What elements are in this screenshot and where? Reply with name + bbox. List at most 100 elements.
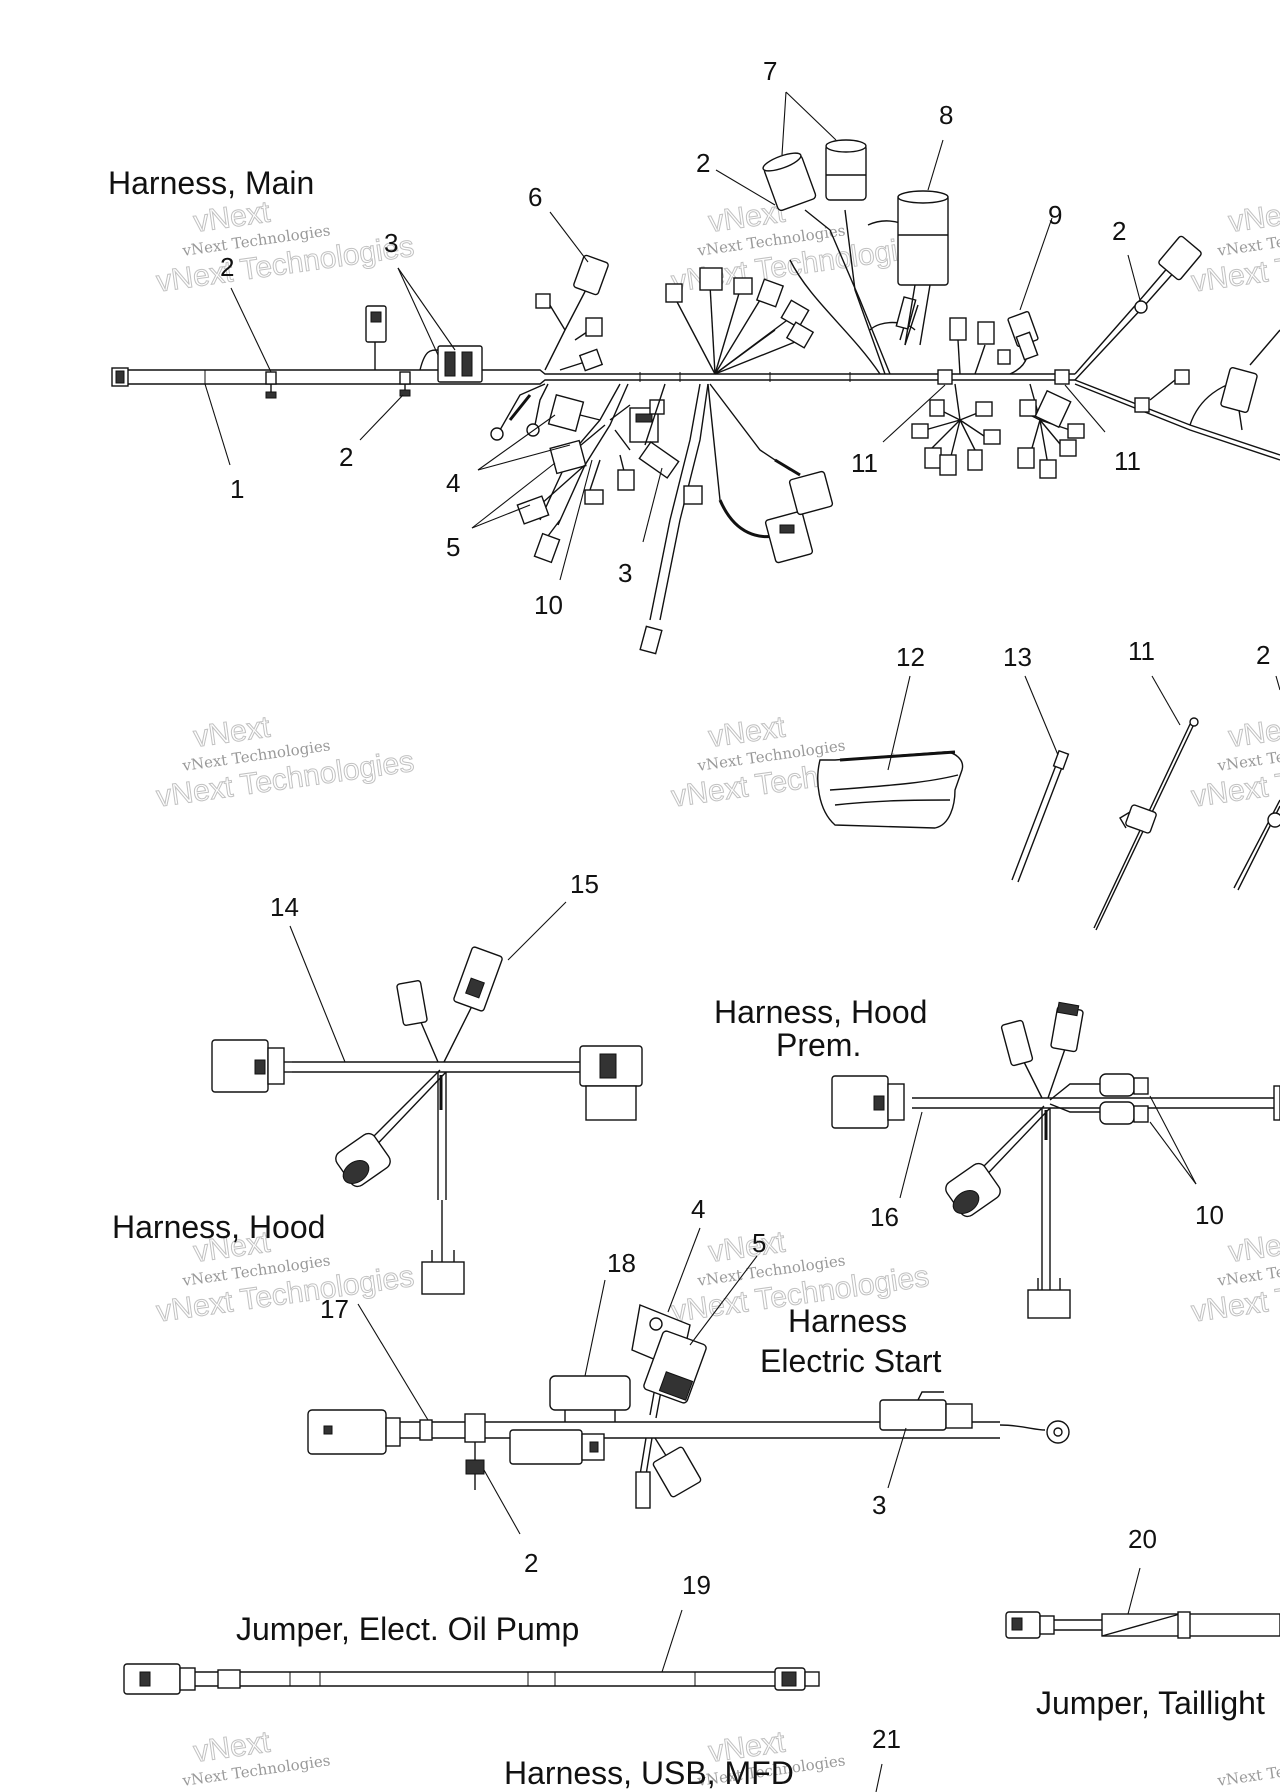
- taillight-left-connector: [1005, 1611, 1055, 1639]
- callout-number: 6: [528, 182, 542, 212]
- branch-wire: [644, 383, 666, 446]
- cable-tie-11: [1093, 717, 1199, 931]
- hood-prem-left-connector: [831, 1075, 905, 1129]
- watermark: vNext Technologies: [1215, 1751, 1280, 1790]
- leader-line: [507, 901, 567, 961]
- hood-branch: [419, 999, 476, 1063]
- end-connector: [639, 625, 663, 655]
- branch-bundle: [1074, 264, 1177, 381]
- callout-number: 9: [1048, 200, 1062, 230]
- callout-number: 5: [752, 1228, 766, 1258]
- leader-line: [584, 1279, 606, 1377]
- callout-number: 11: [851, 448, 878, 478]
- hood-harness-title: Harness, Hood: [112, 1209, 325, 1245]
- ring-terminal-hole: [1053, 1427, 1063, 1437]
- branch-wire: [1238, 409, 1243, 431]
- harness-band: [419, 1419, 433, 1441]
- hood-prem-harness: Harness, Hood Prem.: [714, 994, 1280, 1319]
- connector: [365, 305, 387, 343]
- hood-branch: [437, 1072, 447, 1200]
- oil-pump-right-connector: [774, 1667, 820, 1691]
- watermark-outline: vNext: [1226, 1226, 1280, 1269]
- oil-pump-jumper: Jumper, Elect. Oil Pump 19: [123, 1570, 820, 1695]
- leader-lines: [204, 91, 1141, 581]
- callout-number: 18: [607, 1248, 636, 1278]
- callout-number: 15: [570, 869, 599, 899]
- connector-5: [516, 495, 550, 525]
- connector-fan: [665, 267, 815, 375]
- callout-number: 14: [270, 892, 299, 922]
- branch-wire: [547, 301, 566, 331]
- branch-wire: [1149, 379, 1176, 401]
- callout-number: 7: [763, 56, 777, 86]
- branch-wire: [614, 429, 631, 451]
- ring-terminal: [490, 427, 504, 441]
- hood-prem-right-connector: [1273, 1085, 1280, 1121]
- branch-wire: [1249, 329, 1280, 366]
- watermark: vNext vNext Technologies vNext Technolog…: [154, 710, 417, 814]
- callout-number: 2: [1256, 640, 1270, 670]
- leader-line: [289, 925, 346, 1063]
- connector-latch: [370, 311, 382, 323]
- hood-prem-branch: [1041, 1108, 1051, 1290]
- harness-clip: [1134, 300, 1148, 314]
- electric-start-title: Electric Start: [760, 1343, 941, 1379]
- hood-round-connector: [335, 1132, 391, 1188]
- taillight-wire: [1054, 1619, 1102, 1631]
- watermark: vNext vNext Technologies vNext Technolog…: [1189, 195, 1280, 299]
- callout-number: 13: [1003, 642, 1032, 672]
- hood-prem-branch: [1049, 1083, 1100, 1113]
- connector-10: [1099, 1073, 1149, 1125]
- trunk-end-plug: [115, 370, 125, 384]
- harness-clip: [399, 371, 411, 397]
- callout-number: 2: [220, 252, 234, 282]
- leader-line: [1024, 675, 1059, 756]
- leader-line: [483, 1469, 521, 1535]
- hood-prem-round-connector: [945, 1162, 1001, 1218]
- branch-wire: [539, 464, 586, 506]
- small-connector: [683, 485, 703, 505]
- callout-number: 10: [1195, 1200, 1224, 1230]
- end-connector: [1158, 235, 1202, 281]
- small-terminal: [1174, 369, 1190, 385]
- callout-number: 4: [446, 468, 460, 498]
- hood-bottom-connector: [421, 1250, 465, 1295]
- branch-bundle: [649, 383, 709, 621]
- small-connector: [584, 489, 604, 505]
- callout-number: 4: [691, 1194, 705, 1224]
- connector-18: [549, 1375, 631, 1422]
- callout-number: 3: [384, 228, 398, 258]
- oil-pump-title: Jumper, Elect. Oil Pump: [236, 1611, 579, 1647]
- callout-number: 19: [682, 1570, 711, 1600]
- estart-left-connector: [307, 1409, 401, 1455]
- branch-wire: [709, 383, 791, 471]
- small-connector: [585, 317, 603, 337]
- callout-number: 3: [872, 1490, 886, 1520]
- leader-line: [1149, 1095, 1197, 1185]
- electric-start-harness: Harness Electric Start: [307, 1194, 1070, 1578]
- callout-number: 11: [1114, 446, 1141, 476]
- taillight-sleeve-edge: [1101, 1613, 1181, 1637]
- leader-line: [357, 1303, 429, 1421]
- conduit: [774, 458, 801, 477]
- leader-line: [887, 675, 911, 771]
- branch-bundle: [539, 383, 629, 526]
- small-connector: [578, 348, 604, 372]
- hood-prem-branch: [1021, 1045, 1067, 1099]
- estart-clip-2: [464, 1413, 486, 1490]
- hood-prem-title: Prem.: [776, 1027, 861, 1063]
- estart-lower-branch: [635, 1437, 702, 1509]
- hood-trunk: [292, 1061, 580, 1073]
- ground-wire: [499, 383, 546, 431]
- loose-parts: 12 13 11 2: [817, 636, 1280, 931]
- usb-harness: Harness, USB, MFD 21: [504, 1724, 901, 1792]
- watermark: vNext vNext Technologies vNext Technolog…: [1189, 710, 1280, 814]
- leader-line: [689, 1255, 758, 1346]
- watermark-outline: vNext: [1226, 196, 1280, 239]
- branch-wire: [707, 383, 721, 501]
- watermark: vNext vNext Technologies: [180, 1725, 331, 1790]
- electric-start-title: Harness: [788, 1303, 907, 1339]
- small-terminal: [535, 293, 551, 309]
- oil-pump-left-connector: [123, 1663, 196, 1695]
- connector-7: [762, 139, 926, 375]
